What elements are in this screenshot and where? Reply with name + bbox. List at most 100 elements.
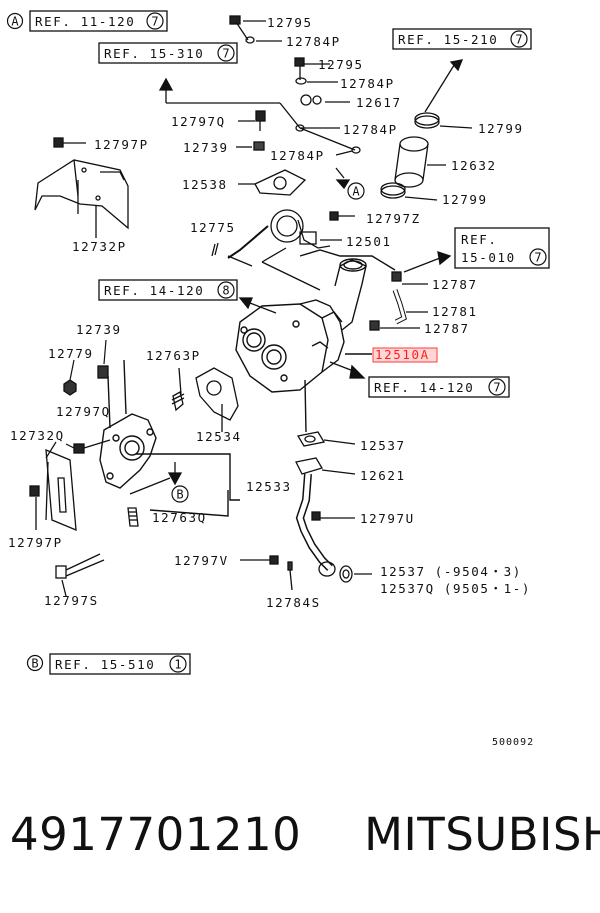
part-label: 12799	[442, 192, 488, 207]
washer-12784s[interactable]	[287, 561, 293, 591]
ref-text: REF. 15-510	[55, 657, 155, 672]
washer-12784p-lower[interactable]	[335, 146, 361, 156]
bolt-12795-top[interactable]	[229, 15, 282, 44]
nut-12779[interactable]	[63, 379, 77, 396]
part-label: 12797S	[44, 593, 99, 608]
part-label: 12784P	[340, 76, 395, 91]
bolt-12797s[interactable]	[55, 553, 105, 597]
hose-clamp-12799-top[interactable]	[414, 112, 473, 129]
bolt-12797z[interactable]	[329, 211, 355, 221]
ref-circle-num: 7	[534, 251, 541, 265]
marker-letter: B	[31, 657, 38, 671]
ref-box-15-310[interactable]: REF. 15-310 7	[98, 42, 238, 64]
oil-return-pipe-12621[interactable]	[295, 457, 356, 577]
gasket-12538[interactable]	[238, 169, 307, 196]
exhaust-elbow-12533[interactable]	[99, 359, 240, 517]
ref-circle-num: 8	[222, 284, 229, 298]
ref-circle-num: 7	[222, 47, 229, 61]
turbocharger-12510a[interactable]	[235, 249, 396, 433]
part-labels: 12795 12784P 12795 12784P 12617 12797Q 1…	[8, 15, 531, 610]
part-label: 12795	[267, 15, 313, 30]
part-label: 12784P	[270, 148, 325, 163]
ref-text: REF. 14-120	[374, 380, 474, 395]
gasket-12537-lower[interactable]	[339, 565, 372, 583]
part-label: 12795	[318, 57, 364, 72]
part-label: 12797Q	[56, 404, 111, 419]
bracket-12732q[interactable]	[45, 448, 77, 532]
hose-sleeve-12632[interactable]	[394, 136, 446, 188]
wastegate-actuator-12501[interactable]	[211, 209, 342, 291]
nut-12739-top[interactable]	[236, 141, 265, 151]
bolt-12797p-left[interactable]	[53, 137, 86, 148]
hose-12781[interactable]	[392, 289, 428, 325]
part-label: 12799	[478, 121, 524, 136]
part-label: 12797Z	[366, 211, 421, 226]
part-label: 12621	[360, 468, 406, 483]
part-label: 12763P	[146, 348, 201, 363]
part-label: 12732P	[72, 239, 127, 254]
bolt-12797p-lower[interactable]	[29, 485, 40, 530]
part-label: 12797U	[360, 511, 415, 526]
bolt-12797v[interactable]	[240, 555, 279, 565]
part-label: 12617	[356, 95, 402, 110]
ref-text: REF. 11-120	[35, 14, 135, 29]
part-label: 12775	[190, 220, 236, 235]
stud-12763q[interactable]	[127, 507, 139, 527]
part-label: 12534	[196, 429, 242, 444]
ref-circle-num: 7	[493, 381, 500, 395]
marker-a: A	[347, 182, 365, 200]
nut-12787-lower[interactable]	[369, 320, 420, 331]
part-label: 12784S	[266, 595, 321, 610]
ref-text: REF.	[461, 232, 498, 247]
direction-arrows	[158, 59, 464, 486]
part-label: 12787	[432, 277, 478, 292]
part-label: 12763Q	[152, 510, 207, 525]
part-label: 12781	[432, 304, 478, 319]
gasket-12534[interactable]	[195, 367, 239, 432]
ref-circle-num: 7	[515, 33, 522, 47]
leader-lines	[45, 339, 107, 459]
part-label: 12538	[182, 177, 228, 192]
part-label: 12732Q	[10, 428, 65, 443]
part-label: 12787	[424, 321, 470, 336]
part-label: 12797P	[94, 137, 149, 152]
bolt-12797u[interactable]	[311, 511, 355, 521]
part-label: 12632	[451, 158, 497, 173]
svg-text:A: A	[352, 185, 360, 199]
part-label: 12537Q (9505・1-)	[380, 581, 531, 596]
part-label: 12739	[76, 322, 122, 337]
bolt-12797q-lower[interactable]	[73, 439, 111, 454]
part-label: 12537 (-9504・3)	[380, 564, 522, 579]
ref-text: REF. 15-210	[398, 32, 498, 47]
nut-12787-upper[interactable]	[391, 271, 428, 285]
stud-12763p[interactable]	[171, 367, 185, 412]
ref-box-14-120-8[interactable]: REF. 14-120 8	[98, 279, 238, 301]
gasket-12537-upper[interactable]	[296, 431, 356, 447]
ref-box-14-120-7[interactable]: REF. 14-120 7	[368, 376, 510, 398]
nut-12739-lower[interactable]	[97, 365, 109, 379]
bracket-12732p[interactable]	[34, 159, 129, 238]
ref-circle-num: 7	[151, 15, 158, 29]
ref-text: REF. 15-310	[104, 46, 204, 61]
drawing-id: 500092	[492, 737, 534, 748]
bolt-12797q-top[interactable]	[238, 110, 266, 131]
ref-box-a[interactable]: A REF. 11-120 7	[6, 10, 168, 32]
bolt-assembly-12617[interactable]	[279, 57, 356, 151]
ref-circle-num: 1	[174, 658, 181, 672]
ref-text-line2: 15-010	[461, 250, 516, 265]
part-label: 12533	[246, 479, 292, 494]
brand-name: MITSUBISHI	[364, 808, 600, 861]
hose-clamp-12799-bottom[interactable]	[380, 182, 438, 201]
part-label: 12537	[360, 438, 406, 453]
part-label: 12784P	[286, 34, 341, 49]
ref-text: REF. 14-120	[104, 283, 204, 298]
ref-box-15-210[interactable]: REF. 15-210 7	[392, 28, 532, 50]
ref-box-b[interactable]: B REF. 15-510 1	[26, 653, 191, 675]
part-label: 12779	[48, 346, 94, 361]
part-caption: 4917701210 MITSUBISHI	[10, 808, 600, 878]
part-label: 12501	[346, 234, 392, 249]
ref-box-15-010[interactable]: REF. 15-010 7	[454, 227, 550, 269]
part-label: 12784P	[343, 122, 398, 137]
